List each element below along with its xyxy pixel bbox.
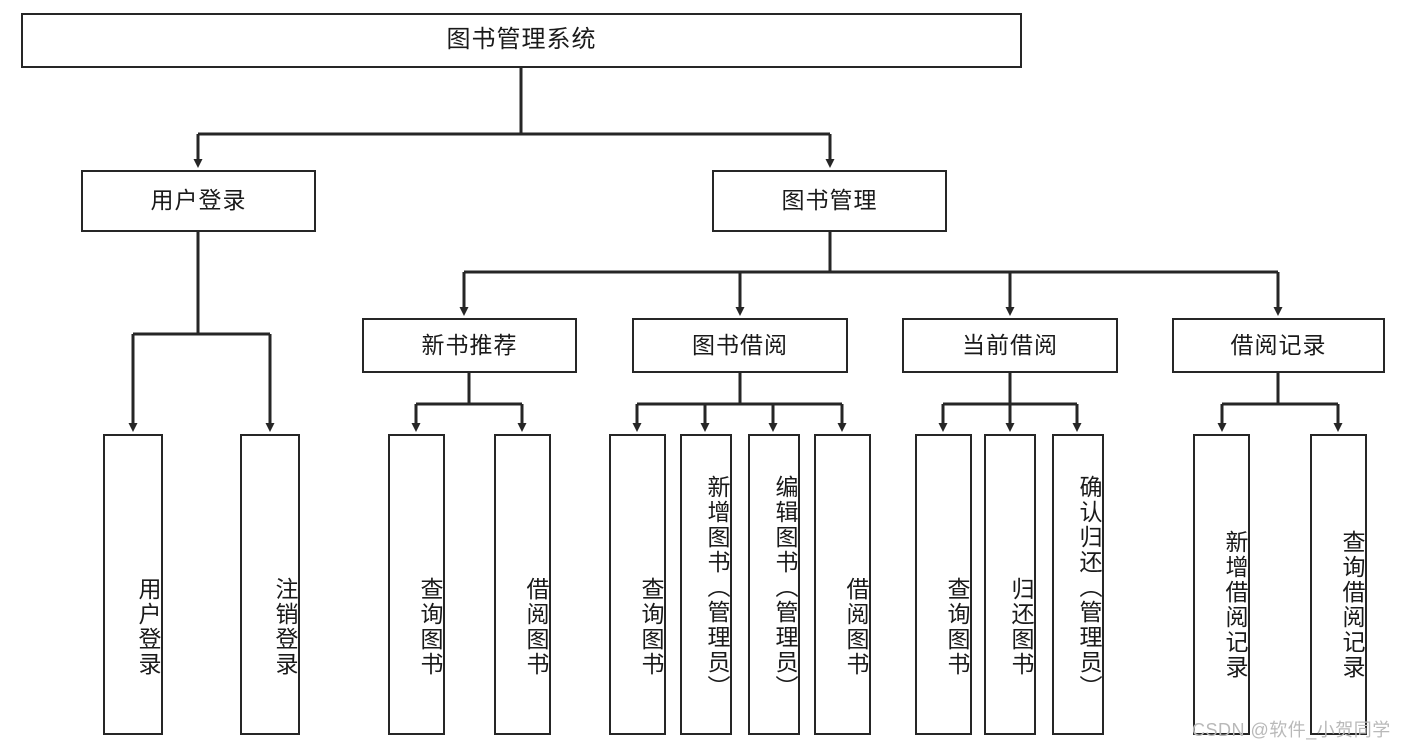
node-root-system[interactable]: 图书管理系统 (21, 13, 1022, 68)
leaf-query-borrow-record[interactable]: 查询借阅记录 (1310, 434, 1367, 735)
leaf-logout-login[interactable]: 注销登录 (240, 434, 300, 735)
node-book-manage[interactable]: 图书管理 (712, 170, 947, 232)
leaf-user-login[interactable]: 用户登录 (103, 434, 163, 735)
node-current-borrow[interactable]: 当前借阅 (902, 318, 1118, 373)
leaf-borrow-book-recommend[interactable]: 借阅图书 (494, 434, 551, 735)
leaf-confirm-return-admin[interactable]: 确认归还（管理员） (1052, 434, 1104, 735)
leaf-add-borrow-record[interactable]: 新增借阅记录 (1193, 434, 1250, 735)
leaf-query-book-recommend[interactable]: 查询图书 (388, 434, 445, 735)
node-new-book-recommend[interactable]: 新书推荐 (362, 318, 577, 373)
node-book-borrow[interactable]: 图书借阅 (632, 318, 848, 373)
leaf-add-book-admin[interactable]: 新增图书（管理员） (680, 434, 732, 735)
node-borrow-record[interactable]: 借阅记录 (1172, 318, 1385, 373)
leaf-borrow-book-borrow[interactable]: 借阅图书 (814, 434, 871, 735)
leaf-return-book[interactable]: 归还图书 (984, 434, 1036, 735)
leaf-edit-book-admin[interactable]: 编辑图书（管理员） (748, 434, 800, 735)
leaf-query-book-current[interactable]: 查询图书 (915, 434, 972, 735)
node-user-login[interactable]: 用户登录 (81, 170, 316, 232)
leaf-query-book-borrow[interactable]: 查询图书 (609, 434, 666, 735)
watermark-csdn: CSDN @软件_小贺同学 (1192, 720, 1391, 740)
